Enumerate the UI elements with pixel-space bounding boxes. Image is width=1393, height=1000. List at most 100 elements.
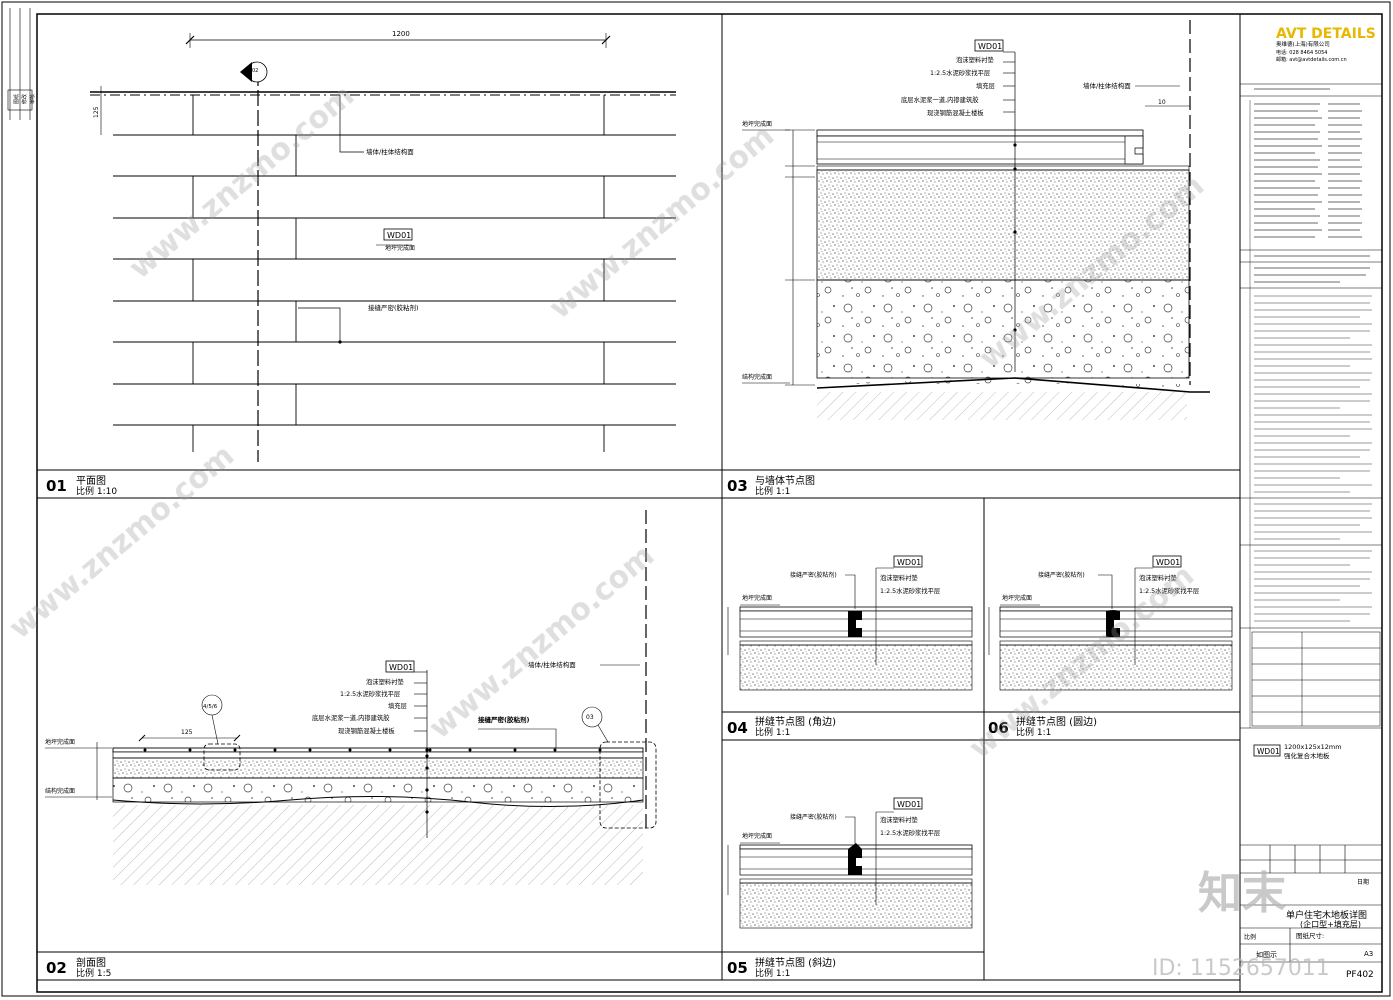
section-label-structure: 结构完成面 bbox=[45, 787, 75, 795]
detail-05-label-seam: 接缝严密(胶粘剂) bbox=[790, 813, 837, 821]
drawing-name-1: 单户住宅木地板详图 bbox=[1286, 909, 1367, 921]
panel-02-number: 02 bbox=[46, 959, 67, 977]
section-callout-456: 4/5/6 bbox=[203, 704, 218, 710]
wall-joint-label-slab: 现浇钢筋混凝土楼板 bbox=[927, 108, 984, 117]
panel-grid bbox=[37, 14, 1241, 992]
wall-joint-label-fill: 填充层 bbox=[976, 81, 995, 90]
legend-size: 1200x125x12mm bbox=[1284, 743, 1342, 751]
wall-joint-detail: 墙体/柱体结构面 10 地坪完成面 结构完成面 bbox=[742, 20, 1210, 420]
panel-04-title: 拼缝节点图 (角边) bbox=[755, 715, 836, 728]
panel-03-title: 与墙体节点图 bbox=[755, 474, 815, 487]
detail-05-material-code: WD01 bbox=[897, 800, 921, 809]
panel-01-title: 平面图 bbox=[76, 475, 106, 487]
seam-detail-05: 地坪完成面 接缝严密(胶粘剂) WD01 泡沫塑料衬垫 1:2.5水泥砂浆找平层 bbox=[727, 797, 973, 929]
plan-view: 1200 125 bbox=[90, 30, 676, 462]
detail-06-label-mortar: 1:2.5水泥砂浆找平层 bbox=[1139, 586, 1199, 595]
legend-code: WD01 bbox=[1257, 747, 1280, 756]
panel-06-number: 06 bbox=[988, 719, 1009, 737]
section-dim-125: 125 bbox=[181, 729, 193, 736]
watermark-site-2: www.znzmo.com bbox=[543, 118, 781, 326]
detail-05-label-mortar: 1:2.5水泥砂浆找平层 bbox=[880, 828, 940, 837]
drawing-name-2: (企口型+填充层) bbox=[1300, 919, 1361, 929]
section-label-fill: 填充层 bbox=[388, 701, 407, 710]
company-name: 奥维德(上海)有限公司 bbox=[1276, 40, 1330, 48]
detail-05-label-finish: 地坪完成面 bbox=[742, 832, 772, 840]
company-phone: 电话: 028 8464 5054 bbox=[1276, 49, 1327, 56]
wall-joint-label-slurry: 底层水泥浆一道,内掺建筑胶 bbox=[901, 95, 979, 104]
detail-04-label-finish: 地坪完成面 bbox=[742, 594, 772, 602]
section-label-seam: 接缝严密(胶粘剂) bbox=[478, 715, 529, 724]
watermark-corner: 知末 ID: 1152657011 bbox=[1152, 868, 1330, 981]
section-marker-label: 02 bbox=[252, 68, 258, 74]
panel-03-number: 03 bbox=[727, 477, 748, 495]
panel-04-number: 04 bbox=[727, 719, 748, 737]
section-marker: 02 bbox=[240, 61, 268, 83]
section-label-slab: 现浇钢筋混凝土楼板 bbox=[338, 726, 395, 735]
section-label-mortar: 1:2.5水泥砂浆找平层 bbox=[340, 689, 400, 698]
plan-material-tag bbox=[383, 228, 413, 241]
detail-04-material-code: WD01 bbox=[897, 558, 921, 567]
panel-05-scale: 比例 1:1 bbox=[755, 967, 790, 979]
inner-border bbox=[36, 13, 1383, 993]
detail-06-label-finish: 地坪完成面 bbox=[1002, 594, 1032, 602]
title-block: AVT DETAILS 奥维德(上海)有限公司 电话: 028 8464 505… bbox=[1240, 26, 1382, 980]
seam-detail-06: 地坪完成面 接缝严密(胶粘剂) WD01 泡沫塑料衬垫 1:2.5水泥砂浆找平层 bbox=[988, 555, 1233, 691]
panel-01-scale: 比例 1:10 bbox=[76, 485, 117, 497]
company-email: 邮箱: avt@avtdetails.com.cn bbox=[1276, 56, 1347, 63]
size-label: 图纸尺寸: bbox=[1296, 931, 1324, 940]
wall-joint-label-finish: 地坪完成面 bbox=[742, 120, 772, 128]
panel-01-number: 01 bbox=[46, 477, 67, 495]
panel-03-scale: 比例 1:1 bbox=[755, 485, 790, 497]
panel-06-scale: 比例 1:1 bbox=[1016, 726, 1051, 738]
detail-06-material-code: WD01 bbox=[1156, 558, 1180, 567]
section-label-finish: 地坪完成面 bbox=[45, 738, 75, 746]
wall-gap-dim: 10 bbox=[1158, 99, 1166, 106]
plan-dim-125: 125 bbox=[93, 106, 100, 118]
panel-05-number: 05 bbox=[727, 959, 748, 977]
panel-04-scale: 比例 1:1 bbox=[755, 726, 790, 738]
wall-label: 墙体/柱体结构面 bbox=[1083, 81, 1131, 90]
detail-06-label-pad: 泡沫塑料衬垫 bbox=[1139, 573, 1177, 582]
seam-detail-04: 地坪完成面 接缝严密(胶粘剂) WD01 泡沫塑料衬垫 1:2.5水泥砂浆找平层 bbox=[727, 555, 973, 691]
wall-joint-label-mortar: 1:2.5水泥砂浆找平层 bbox=[930, 68, 990, 77]
panel-02-scale: 比例 1:5 bbox=[76, 967, 111, 979]
watermark-site-1: www.znzmo.com bbox=[123, 78, 361, 286]
plan-material-code: WD01 bbox=[387, 231, 411, 240]
section-callout-03: 03 bbox=[586, 714, 594, 721]
section-view: 墙体/柱体结构面 4/5/6 03 125 地坪完成面 结 bbox=[45, 510, 657, 885]
detail-04-label-mortar: 1:2.5水泥砂浆找平层 bbox=[880, 586, 940, 595]
drawing-number: PF402 bbox=[1346, 970, 1374, 980]
size-value: A3 bbox=[1364, 950, 1373, 958]
section-label-pad: 泡沫塑料衬垫 bbox=[366, 677, 404, 686]
wall-joint-label-structure: 结构完成面 bbox=[742, 373, 772, 381]
wall-joint-label-pad: 泡沫塑料衬垫 bbox=[956, 55, 994, 64]
panel-05-title: 拼缝节点图 (斜边) bbox=[755, 956, 836, 969]
strip-label-1: 图纸 bbox=[13, 94, 20, 104]
wall-joint-material-code: WD01 bbox=[978, 42, 1002, 51]
left-binding-strip: 图纸 修改 审核 bbox=[7, 8, 36, 120]
detail-04-label-seam: 接缝严密(胶粘剂) bbox=[790, 571, 837, 579]
plan-dim-1200: 1200 bbox=[392, 30, 410, 38]
watermark-brand: 知末 bbox=[1198, 868, 1286, 919]
watermark-site-4: www.znzmo.com bbox=[3, 438, 241, 646]
plan-label-wall: 墙体/柱体结构面 bbox=[366, 147, 414, 156]
section-label-wall: 墙体/柱体结构面 bbox=[528, 660, 576, 669]
brand-logo: AVT DETAILS bbox=[1276, 26, 1376, 42]
detail-04-label-pad: 泡沫塑料衬垫 bbox=[880, 573, 918, 582]
strip-label-3: 审核 bbox=[29, 94, 36, 104]
plan-label-finish: 地坪完成面 bbox=[385, 244, 415, 252]
detail-05-label-pad: 泡沫塑料衬垫 bbox=[880, 815, 918, 824]
panel-02-title: 剖面图 bbox=[76, 956, 106, 969]
watermark-id: ID: 1152657011 bbox=[1152, 956, 1330, 981]
panel-06-title: 拼缝节点图 (圆边) bbox=[1016, 715, 1097, 728]
plan-label-seam: 接缝严密(胶粘剂) bbox=[368, 303, 419, 312]
section-material-code: WD01 bbox=[389, 663, 413, 672]
strip-label-2: 修改 bbox=[21, 94, 28, 104]
section-label-slurry: 底层水泥浆一道,内掺建筑胶 bbox=[312, 713, 390, 722]
date-label: 日期 bbox=[1357, 878, 1369, 886]
legend-desc: 强化复合木地板 bbox=[1284, 751, 1330, 760]
scale-label: 比例 bbox=[1244, 933, 1256, 941]
detail-06-label-seam: 接缝严密(胶粘剂) bbox=[1038, 571, 1085, 579]
panel-titles: 01 平面图 比例 1:10 03 与墙体节点图 比例 1:1 02 剖面图 比… bbox=[46, 474, 1097, 979]
